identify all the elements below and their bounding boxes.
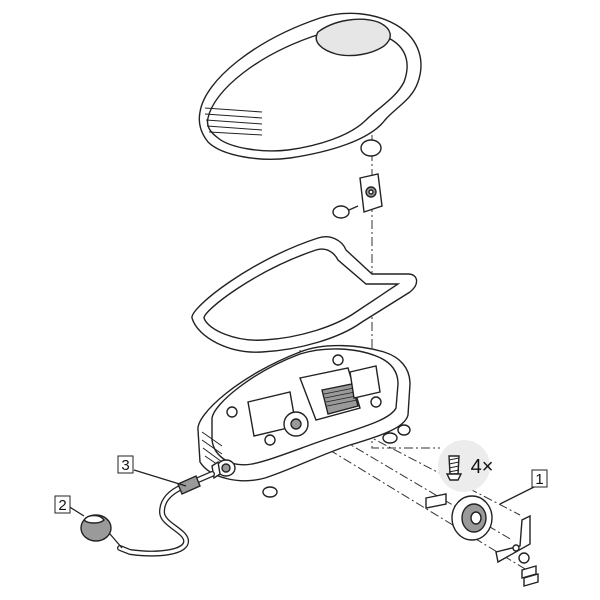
base-feet: [262, 424, 411, 498]
clip-bracket: [359, 173, 383, 213]
bracket-screws: [521, 565, 539, 587]
callout-part-3: 3: [117, 455, 134, 474]
leader-part-2: [67, 505, 85, 517]
bracket-nut: [518, 552, 530, 564]
air-stone: [80, 514, 123, 549]
callout-part-2: 2: [54, 495, 71, 514]
axis-diag-1: [299, 431, 536, 576]
base-housing: [197, 344, 411, 498]
top-cover: [198, 12, 422, 160]
screw-posts: [226, 354, 382, 446]
gasket: [191, 236, 418, 353]
membrane-pin: [425, 493, 447, 509]
part-number-2: 2: [58, 497, 66, 514]
round-cap: [360, 139, 382, 157]
o-ring: [332, 205, 350, 219]
mount-bracket: [495, 514, 531, 564]
top-cover-rim: [206, 28, 408, 152]
air-tube: [117, 471, 215, 557]
membrane-assembly: [425, 493, 539, 587]
part-number-1: 1: [535, 471, 543, 488]
screw-quantity-label: 4×: [471, 456, 494, 478]
top-cover-vent-grille: [204, 107, 263, 136]
part-number-3: 3: [121, 457, 129, 474]
leader-part-3: [133, 469, 187, 487]
pump-core: [247, 365, 381, 437]
housing-screw: [438, 440, 490, 492]
top-cover-window: [315, 18, 391, 57]
callout-part-1: 1: [531, 469, 548, 488]
